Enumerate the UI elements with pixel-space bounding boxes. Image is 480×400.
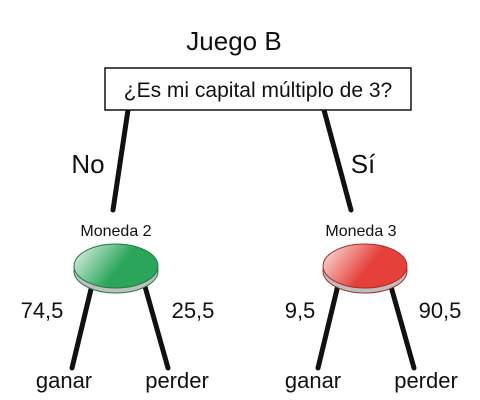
outcome-label-perder-left: perder — [145, 368, 209, 393]
outcome-label-ganar-right: ganar — [285, 368, 341, 393]
prob-label-right-win: 9,5 — [285, 298, 316, 323]
branch-label-si: Sí — [351, 149, 376, 179]
prob-label-right-lose: 90,5 — [419, 298, 462, 323]
outcome-line-perder-left — [141, 280, 171, 371]
outcome-line-ganar-right — [315, 282, 341, 371]
outcome-line-perder-right — [387, 280, 417, 371]
diagram-title: Juego B — [186, 26, 281, 56]
question-text: ¿Es mi capital múltiplo de 3? — [124, 79, 392, 102]
question-box — [104, 67, 412, 111]
outcome-line-ganar-left — [69, 282, 95, 371]
coin-moneda-2 — [73, 243, 159, 294]
coin-moneda-3 — [322, 243, 408, 294]
branch-line-si — [321, 107, 354, 213]
branch-line-no — [110, 107, 131, 213]
outcome-label-perder-right: perder — [394, 368, 458, 393]
branch-label-no: No — [71, 149, 104, 179]
coin-label-moneda-2: Moneda 2 — [80, 223, 151, 240]
prob-label-left-win: 74,5 — [21, 298, 64, 323]
outcome-label-ganar-left: ganar — [36, 368, 92, 393]
coin-label-moneda-3: Moneda 3 — [325, 223, 396, 240]
prob-label-left-lose: 25,5 — [172, 298, 215, 323]
